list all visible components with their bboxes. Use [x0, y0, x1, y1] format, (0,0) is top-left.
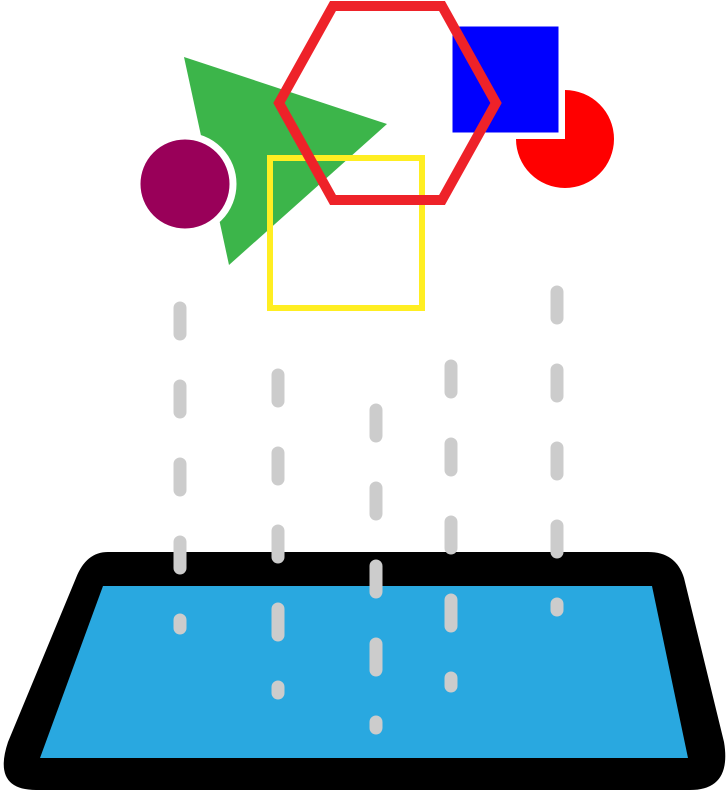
yellow-square-outline — [267, 155, 425, 311]
circle-shape — [133, 132, 237, 236]
surface-platform — [3, 552, 726, 790]
blue-square — [447, 21, 564, 138]
hexagon-outline — [273, 1, 502, 205]
pie-shape — [516, 90, 614, 188]
surface-fill — [40, 586, 688, 758]
drop-lines — [173, 285, 564, 735]
